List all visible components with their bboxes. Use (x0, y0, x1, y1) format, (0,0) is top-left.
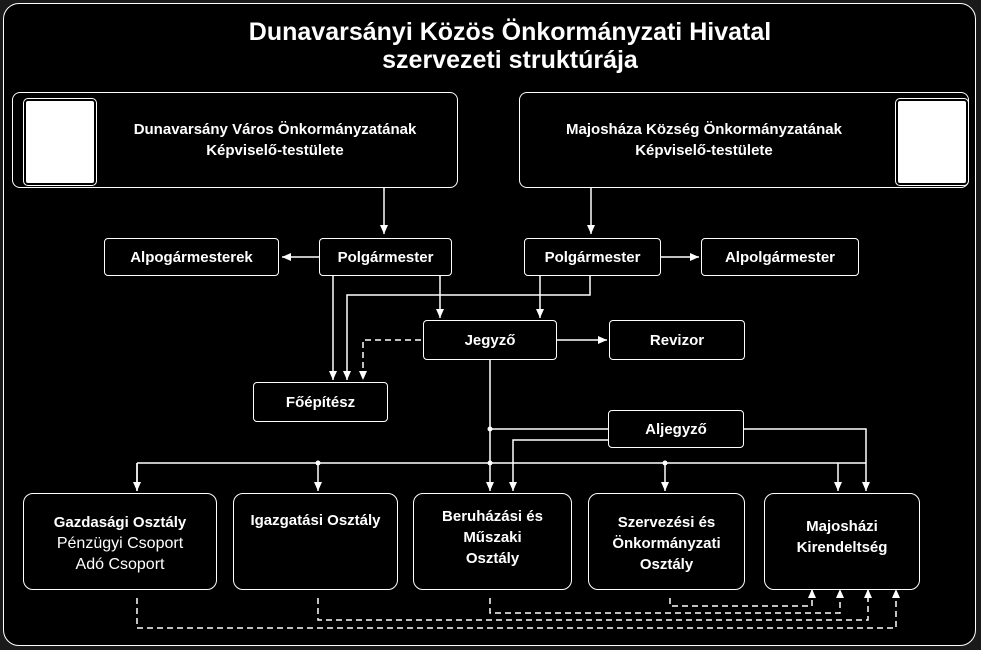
connector-aljegyzo-to-beruhazasi (509, 439, 608, 491)
role-alpogarmesterek: Alpogármesterek (104, 238, 279, 276)
dept-igazgatasi: Igazgatási Osztály (233, 493, 398, 590)
council-majoshaza-line-2: Képviselő-testülete (635, 142, 773, 159)
role-revizor: Revizor (609, 320, 745, 360)
role-aljegyzo: Aljegyző (608, 410, 744, 448)
page-title: Dunavarsányi Közös Önkormányzati Hivatal… (150, 18, 870, 74)
dept-igazgatasi-title: Igazgatási Osztály (250, 512, 381, 529)
role-aljegyzo-label: Aljegyző (645, 420, 707, 438)
dept-szervezesi-line-1: Szervezési és (617, 514, 716, 531)
dept-gazdasagi-title: Gazdasági Osztály (53, 514, 187, 531)
council-majoshaza-line-1: Majosháza Község Önkormányzatának (566, 121, 842, 138)
dept-szervezesi-line-3: Osztály (639, 556, 694, 573)
dunavarsany-crest-icon (23, 98, 97, 186)
dept-szervezesi: Szervezési és Önkormányzati Osztály (588, 493, 745, 590)
dept-gazdasagi-sub-2: Adó Csoport (75, 556, 165, 573)
role-polgarmester-left-label: Polgármester (337, 248, 434, 266)
role-alpolgarmester-label: Alpolgármester (724, 248, 836, 266)
dept-majoshazi-line-2: Kirendeltség (796, 539, 888, 556)
junction-dot (315, 460, 321, 466)
dept-beruhazasi-line-2: Műszaki (463, 529, 522, 546)
role-polgarmester-left: Polgármester (319, 238, 452, 276)
majoshaza-crest-icon (895, 98, 969, 186)
connector-department-bus (136, 462, 866, 491)
council-majoshaza: Majosháza Község Önkormányzatának Képvis… (519, 92, 969, 188)
dept-majoshazi: Majosházi Kirendeltség (764, 493, 920, 590)
dept-gazdasagi: Gazdasági Osztály Pénzügyi Csoport Adó C… (23, 493, 217, 590)
role-foepitesz-label: Főépítész (285, 393, 356, 411)
dept-beruhazasi-line-1: Beruházási és (442, 508, 543, 525)
council-dunavarsany-line-1: Dunavarsány Város Önkormányzatának (133, 121, 417, 138)
role-jegyzo-label: Jegyző (464, 331, 516, 349)
dept-szervezesi-line-2: Önkormányzati (612, 535, 721, 552)
role-foepitesz: Főépítész (253, 382, 388, 422)
title-line-2: szervezeti struktúrája (382, 46, 638, 74)
council-dunavarsany-line-2: Képviselő-testülete (206, 142, 344, 159)
dashed-beruhazasi-to-majoshazi (489, 589, 844, 614)
junction-dot (487, 460, 493, 466)
dept-beruhazasi: Beruházási és Műszaki Osztály (413, 493, 572, 590)
connector-mayor-right-to-foepitesz (343, 276, 591, 380)
dashed-igazgatasi-to-majoshazi (317, 589, 872, 621)
role-alpolgarmester: Alpolgármester (701, 238, 859, 276)
dashed-jegyzo-to-foepitesz (359, 339, 421, 380)
role-alpogarmesterek-label: Alpogármesterek (130, 248, 253, 266)
dept-beruhazasi-line-3: Osztály (465, 550, 520, 567)
title-line-1: Dunavarsányi Közös Önkormányzati Hivatal (248, 18, 772, 46)
role-jegyzo: Jegyző (423, 320, 557, 360)
dashed-gazdasagi-to-majoshazi (136, 589, 900, 629)
dept-gazdasagi-sub-1: Pénzügyi Csoport (56, 535, 184, 552)
junction-dot (662, 460, 668, 466)
role-revizor-label: Revizor (649, 331, 705, 349)
role-polgarmester-right-label: Polgármester (544, 248, 641, 266)
dept-majoshazi-line-1: Majosházi (806, 518, 878, 535)
role-polgarmester-right: Polgármester (524, 238, 661, 276)
junction-dot (487, 426, 493, 432)
connector-aljegyzo-to-majoshazi (743, 428, 870, 491)
dashed-szervezesi-to-majoshazi (669, 589, 816, 607)
